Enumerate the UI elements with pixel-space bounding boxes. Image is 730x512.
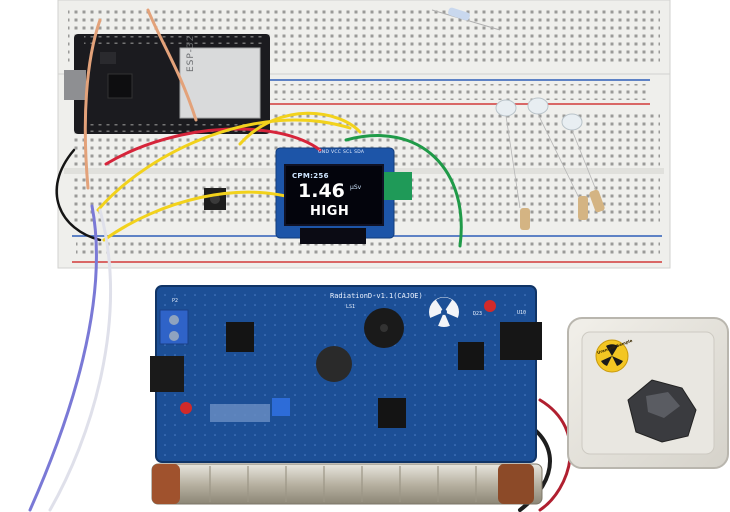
- oled-display: CPM:256 1.46 µSv HIGH: [284, 164, 384, 226]
- oled-pin-labels: GND VCC SCL SDA: [318, 150, 365, 155]
- push-button: [204, 188, 226, 210]
- led-cluster: [495, 97, 601, 209]
- cpm-readout: CPM:256: [292, 172, 329, 180]
- resistors-breadboard: [520, 189, 605, 230]
- esp32-module-label: ESP-32: [186, 34, 196, 72]
- geiger-tube: [151, 463, 543, 505]
- dose-unit: µSv: [350, 184, 362, 191]
- esp32-board: [64, 34, 270, 134]
- dose-value: 1.46: [298, 180, 345, 202]
- pcb-label-ls1: LS1: [346, 304, 356, 310]
- resistor-top: [431, 7, 501, 31]
- geiger-pcb: [150, 285, 542, 463]
- sample-box: [567, 317, 729, 469]
- pcb-label-u10: U10: [517, 310, 527, 316]
- pcb-label-d23: D23: [473, 311, 483, 317]
- pcb-title-silkscreen: RadiationD-v1.1(CAJOE): [330, 292, 423, 300]
- radiation-level: HIGH: [310, 204, 350, 219]
- pcb-label-p2: P2: [172, 298, 179, 304]
